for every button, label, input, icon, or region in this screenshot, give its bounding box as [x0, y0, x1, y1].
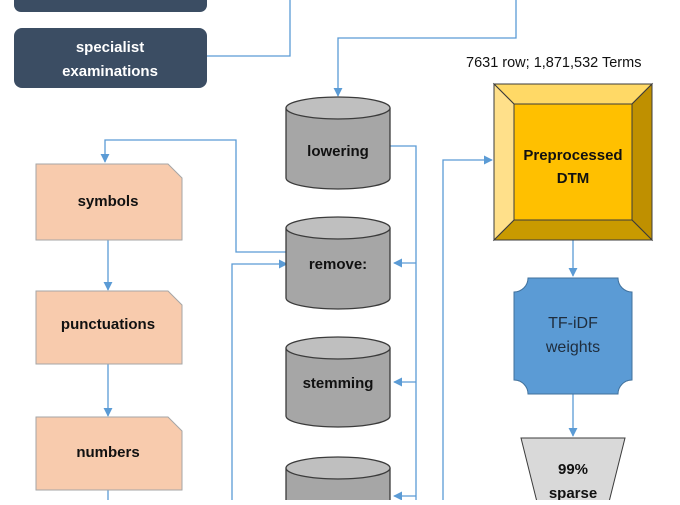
- remove-label: remove:: [309, 256, 367, 273]
- remove-item-numbers: numbers: [35, 416, 183, 491]
- connector-return-to-remove: [231, 259, 288, 500]
- sparse-shape: 99% sparse: [520, 437, 626, 505]
- symbols-label: symbols: [78, 193, 139, 210]
- preprocessed-dtm-box: Preprocessed DTM: [492, 82, 654, 242]
- dtm-caption: 7631 row; 1,871,532 Terms: [466, 55, 641, 71]
- connectors: [100, 0, 578, 501]
- connector-right-vertical: [390, 145, 417, 500]
- cylinder-stemming: stemming: [285, 336, 391, 428]
- cylinder-remove: remove:: [285, 216, 391, 310]
- specialist-label-line2: examinations: [62, 63, 158, 80]
- sparse-label-line2: sparse: [549, 485, 597, 500]
- cylinder-lowering: lowering: [285, 96, 391, 190]
- connector-to-dtm: [442, 155, 493, 500]
- connector-header-line: [207, 0, 291, 57]
- lowering-label: lowering: [307, 143, 369, 160]
- header-box-top: [14, 0, 207, 12]
- tfidf-box: TF-iDF weights: [513, 277, 633, 395]
- sparse-label-line1: 99%: [558, 461, 588, 478]
- remove-item-punctuations: punctuations: [35, 290, 183, 365]
- numbers-label: numbers: [76, 444, 139, 461]
- cylinder-bottom: [285, 456, 391, 505]
- header-box-specialist: specialist examinations: [14, 28, 207, 88]
- specialist-label-line1: specialist: [76, 39, 144, 56]
- punctuations-label: punctuations: [61, 316, 155, 333]
- tfidf-label-line1: TF-iDF: [548, 315, 598, 332]
- connector-to-lowering: [333, 0, 517, 97]
- remove-item-symbols: symbols: [35, 163, 183, 241]
- connector-remove-to-symbols: [100, 139, 287, 253]
- tfidf-label-line2: weights: [545, 339, 600, 356]
- dtm-label-line1: Preprocessed: [523, 147, 622, 164]
- stemming-label: stemming: [303, 375, 374, 392]
- dtm-label-line2: DTM: [557, 170, 590, 187]
